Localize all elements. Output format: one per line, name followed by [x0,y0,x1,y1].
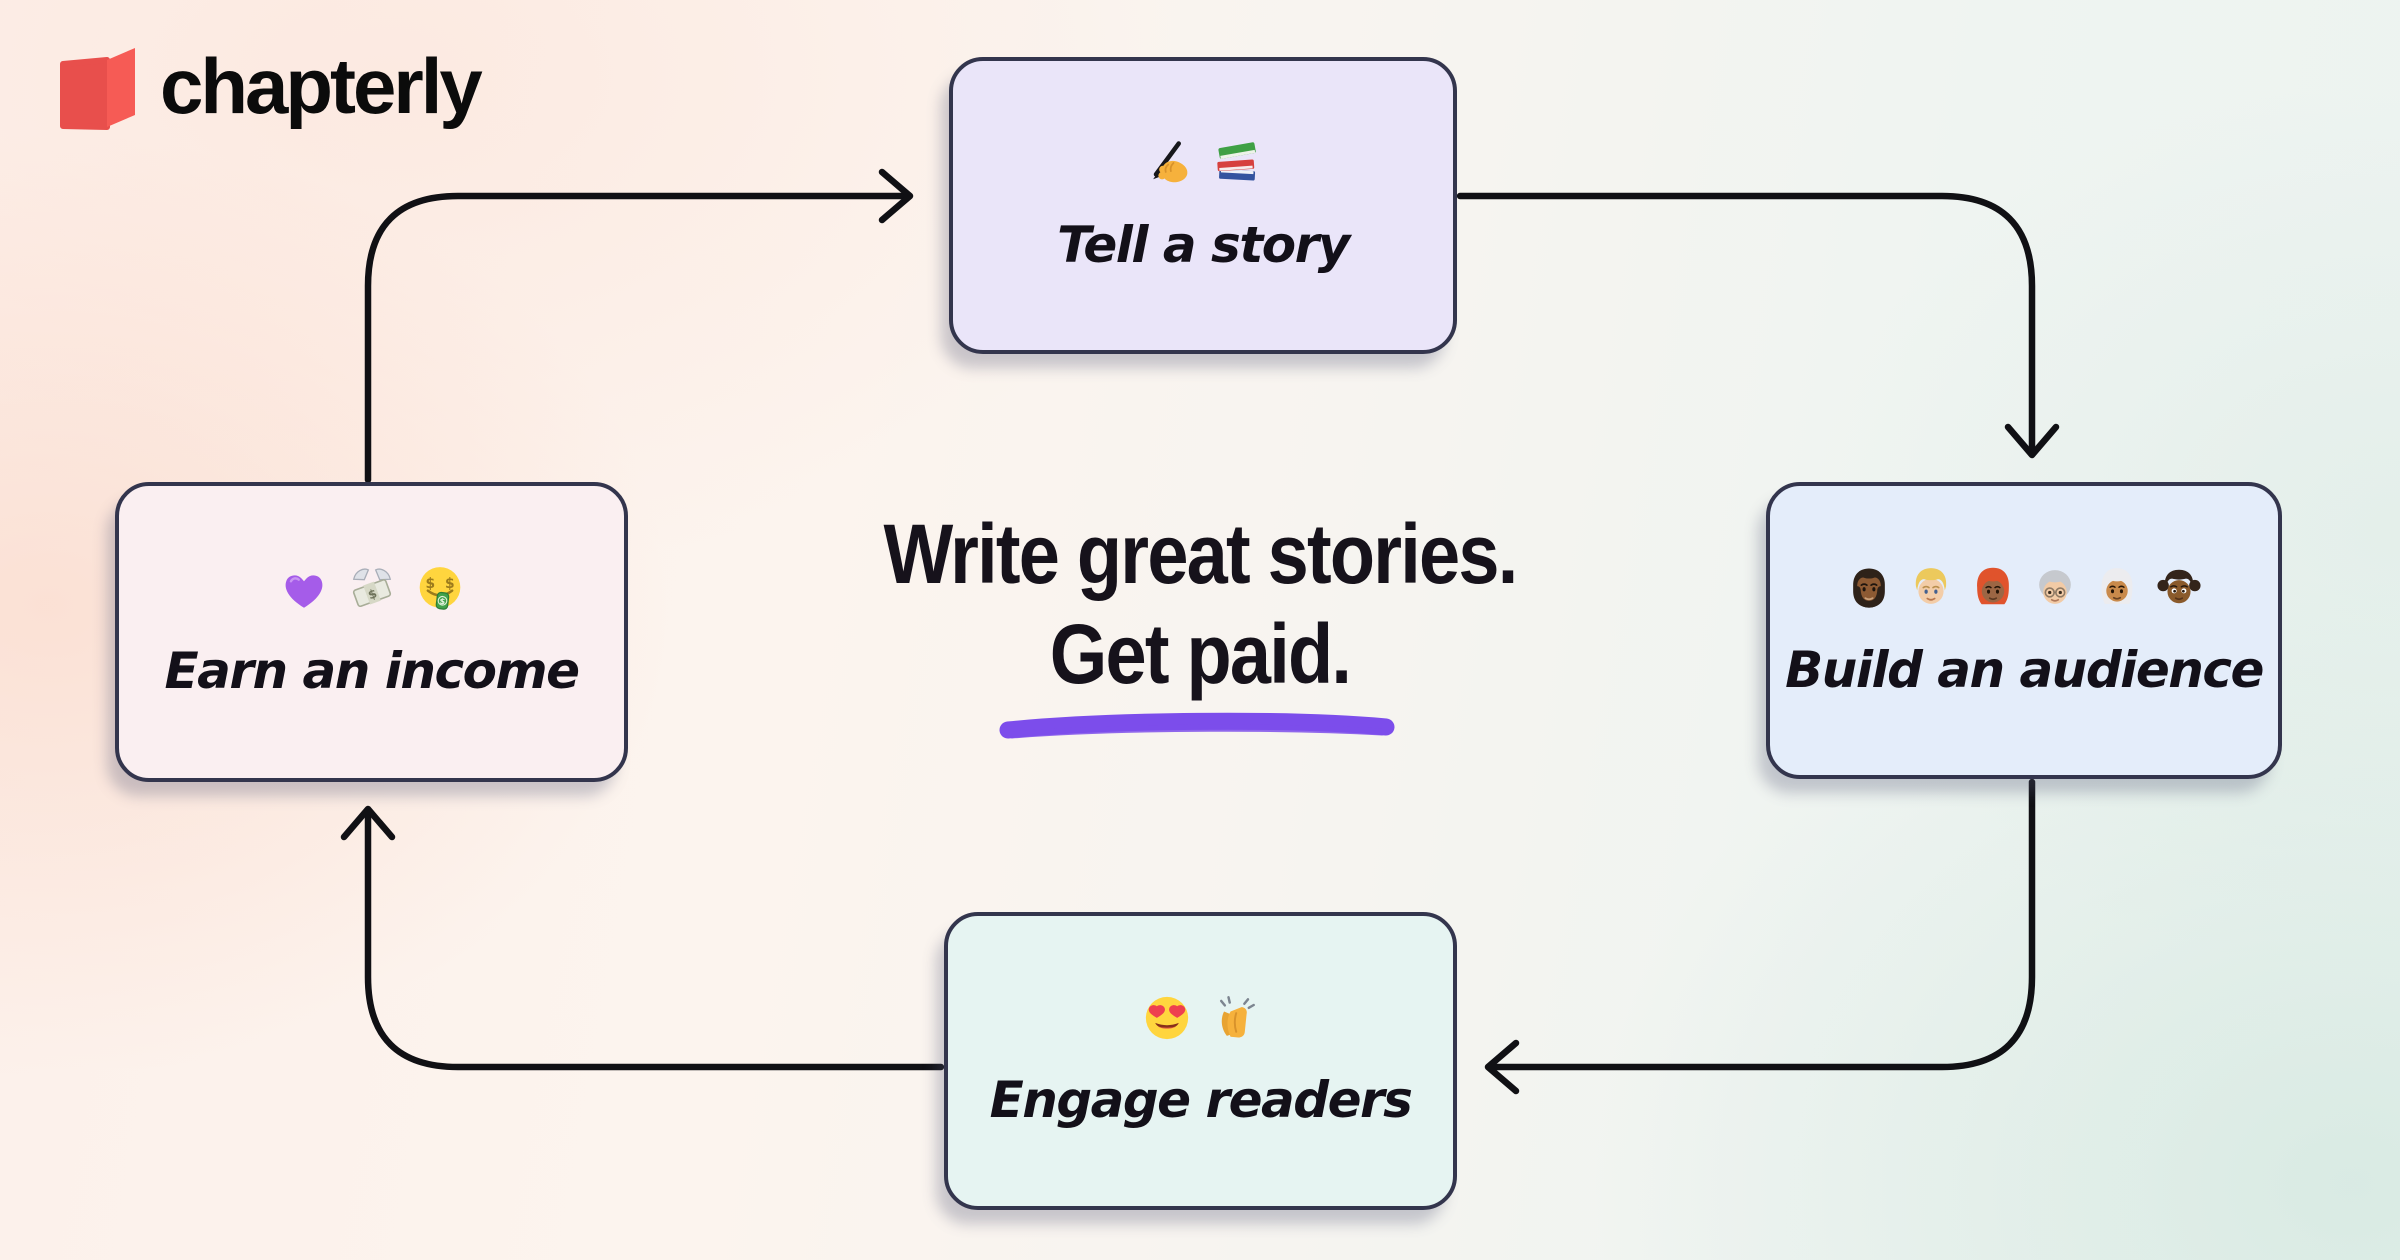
card-label: Engage readers [989,1071,1413,1129]
arrow-engage-to-earn [364,807,945,1071]
headline-line2: Get paid. [1049,607,1352,701]
card-earn-an-income: $ $ $ $ Earn an income [115,482,628,782]
headline-line1: Write great stories. [883,507,1518,601]
purple-heart-icon [278,563,330,615]
card-emoji-row [1141,992,1261,1044]
money-mouth-face-icon: $ $ $ [414,563,466,615]
brand-logo: chapterly [60,42,483,130]
brand-name: chapterly [160,42,483,130]
book-left-cover [60,57,110,130]
underline-stroke-2 [1008,724,1386,739]
headline: Write great stories. Get paid. [760,504,1640,704]
books-icon [1211,137,1263,189]
older-woman-glasses-icon [2029,562,2081,614]
book-right-cover [107,48,135,127]
card-emoji-row [1843,562,2205,614]
card-emoji-row: $ $ $ $ [278,563,466,615]
svg-text:$: $ [425,576,435,592]
arrowhead-down-icon [2004,423,2060,459]
woman-red-hair-icon [1967,562,2019,614]
woman-white-hair-icon [2091,562,2143,614]
book-logo-icon [60,48,135,130]
card-engage-readers: Engage readers [944,912,1457,1210]
arrowhead-left-icon [1484,1039,1520,1095]
arrowhead-up-icon [340,805,396,841]
svg-text:$: $ [444,576,454,592]
arrow-tell-to-build [1456,192,2036,457]
money-with-wings-icon: $ [346,563,398,615]
man-dark-skin-beard-icon [1843,562,1895,614]
arrow-earn-to-tell [364,192,910,484]
svg-text:$: $ [439,596,446,607]
clapping-hands-icon [1209,992,1261,1044]
underline-stroke [999,712,1395,739]
card-build-an-audience: Build an audience [1766,482,2282,779]
heart-eyes-icon [1141,992,1193,1044]
arrowhead-right-icon [878,168,914,224]
girl-pigtails-icon [2153,562,2205,614]
card-label: Earn an income [164,642,580,700]
marker-underline [999,712,1395,739]
person-blond-icon [1905,562,1957,614]
card-label: Build an audience [1785,640,2264,699]
card-tell-a-story: Tell a story [949,57,1457,354]
writing-hand-icon [1143,137,1195,189]
card-emoji-row [1143,137,1263,189]
arrow-build-to-engage [1486,778,2036,1071]
card-label: Tell a story [1057,215,1350,274]
